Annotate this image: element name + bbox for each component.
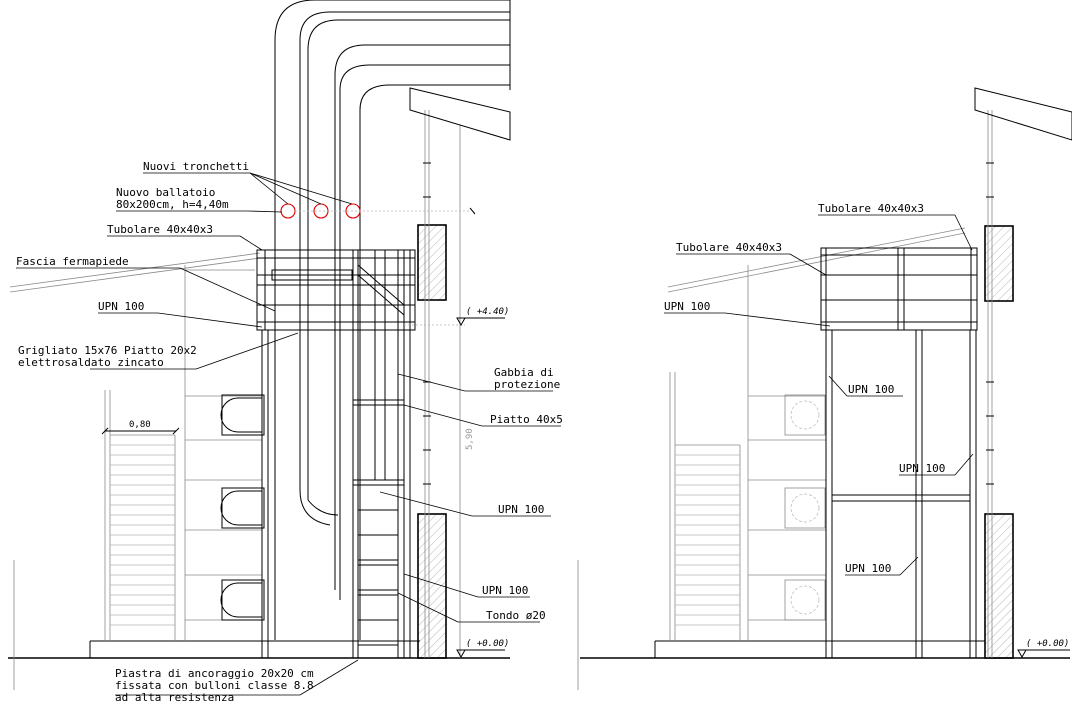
label-tondo: Tondo ø20 bbox=[486, 609, 546, 622]
label-upn-mid: UPN 100 bbox=[498, 503, 544, 516]
label-piastra-2: fissata con bulloni classe 8.8 bbox=[115, 679, 314, 692]
label-upn-low: UPN 100 bbox=[482, 584, 528, 597]
label-piastra: Piastra di ancoraggio 20x20 cm bbox=[115, 667, 314, 680]
platform bbox=[256, 249, 416, 658]
label-piastra-3: ad alta resistenza bbox=[115, 691, 234, 704]
label-nuovo-ballatoio-size: 80x200cm, h=4,40m bbox=[116, 198, 229, 211]
label-nuovo-ballatoio: Nuovo ballatoio bbox=[116, 186, 215, 199]
label-grigliato-2: elettrosaldato zincato bbox=[18, 356, 164, 369]
tronchetto-marker bbox=[280, 203, 296, 219]
dimension-height: 5,90 bbox=[465, 428, 475, 450]
exterior-columns-right bbox=[974, 87, 1072, 659]
right-elevation-view: Tubolare 40x40x3 Tubolare 40x40x3 UPN 10… bbox=[577, 87, 1072, 690]
label-tubolare: Tubolare 40x40x3 bbox=[107, 223, 213, 236]
ducts bbox=[274, 0, 511, 640]
label-nuovi-tronchetti: Nuovi tronchetti bbox=[143, 160, 249, 173]
label-grigliato: Grigliato 15x76 Piatto 20x2 bbox=[18, 344, 197, 357]
label-fascia-fermapiede: Fascia fermapiede bbox=[16, 255, 129, 268]
fan-units bbox=[220, 394, 265, 621]
label-upn-top: UPN 100 bbox=[98, 300, 144, 313]
label-tubolare-top: Tubolare 40x40x3 bbox=[818, 202, 924, 215]
dimension-width: 0,80 bbox=[129, 420, 151, 430]
left-elevation-view: Nuovi tronchetti Nuovo ballatoio 80x200c… bbox=[8, 0, 563, 704]
label-tubolare-left: Tubolare 40x40x3 bbox=[676, 241, 782, 254]
platform-right bbox=[820, 247, 978, 658]
level-top: ( +4.40) bbox=[466, 307, 509, 317]
label-upn-c: UPN 100 bbox=[845, 562, 891, 575]
leader-lines bbox=[16, 172, 561, 696]
label-upn-top-right: UPN 100 bbox=[664, 300, 710, 313]
label-gabbia: Gabbia di bbox=[494, 366, 554, 379]
leader-lines-right bbox=[664, 214, 974, 576]
label-gabbia-2: protezione bbox=[494, 378, 560, 391]
level-ground: ( +0.00) bbox=[466, 639, 509, 649]
label-upn-b: UPN 100 bbox=[899, 462, 945, 475]
label-upn-a: UPN 100 bbox=[848, 383, 894, 396]
level-ground-right: ( +0.00) bbox=[1026, 639, 1069, 649]
label-piatto: Piatto 40x5 bbox=[490, 413, 563, 426]
fan-units-right bbox=[784, 394, 826, 621]
building-wall-right bbox=[667, 227, 966, 641]
